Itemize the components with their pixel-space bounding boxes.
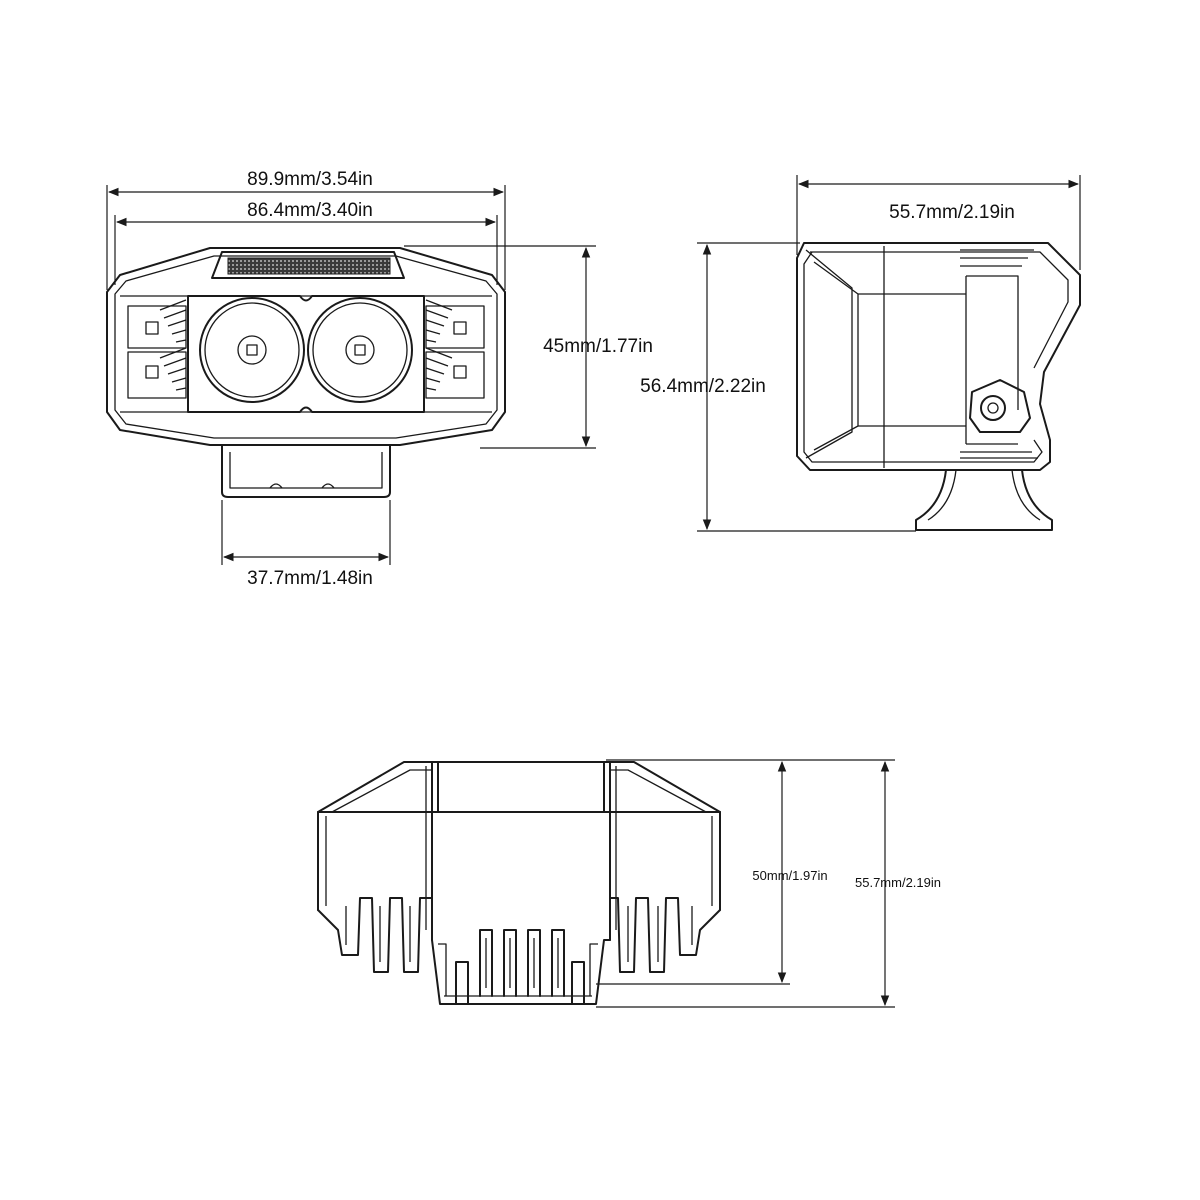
rear-body-height-label: 50mm/1.97in bbox=[752, 868, 827, 883]
front-dimensions: 89.9mm/3.54in 86.4mm/3.40in 45mm/1.77in … bbox=[106, 169, 653, 589]
front-bracket-width-label: 37.7mm/1.48in bbox=[247, 568, 373, 589]
top-led-strip bbox=[211, 251, 405, 279]
rear-view bbox=[317, 761, 721, 1005]
side-dimensions: 55.7mm/2.19in 56.4mm/2.22in bbox=[640, 175, 1081, 532]
mounting-bracket bbox=[221, 444, 391, 498]
front-overall-width-label: 89.9mm/3.54in bbox=[247, 169, 373, 190]
left-reflectors bbox=[127, 299, 187, 399]
right-lens bbox=[307, 297, 413, 403]
side-base-mount bbox=[915, 469, 1053, 531]
side-view bbox=[796, 242, 1081, 531]
heat-fins-right bbox=[609, 897, 721, 973]
front-body-width-label: 86.4mm/3.40in bbox=[247, 200, 373, 221]
left-lens bbox=[199, 297, 305, 403]
rear-overall-height-label: 55.7mm/2.19in bbox=[855, 875, 941, 890]
heat-fins-left bbox=[317, 897, 433, 973]
front-overall-height-label: 56.4mm/2.22in bbox=[640, 376, 766, 397]
rear-dimensions: 50mm/1.97in 55.7mm/2.19in bbox=[596, 759, 941, 1008]
right-reflectors bbox=[425, 299, 485, 399]
front-view bbox=[106, 247, 506, 498]
pivot-knob bbox=[969, 379, 1031, 433]
front-body-height-label: 45mm/1.77in bbox=[543, 336, 653, 357]
side-depth-label: 55.7mm/2.19in bbox=[889, 202, 1015, 223]
heat-fins-center bbox=[431, 929, 611, 1005]
